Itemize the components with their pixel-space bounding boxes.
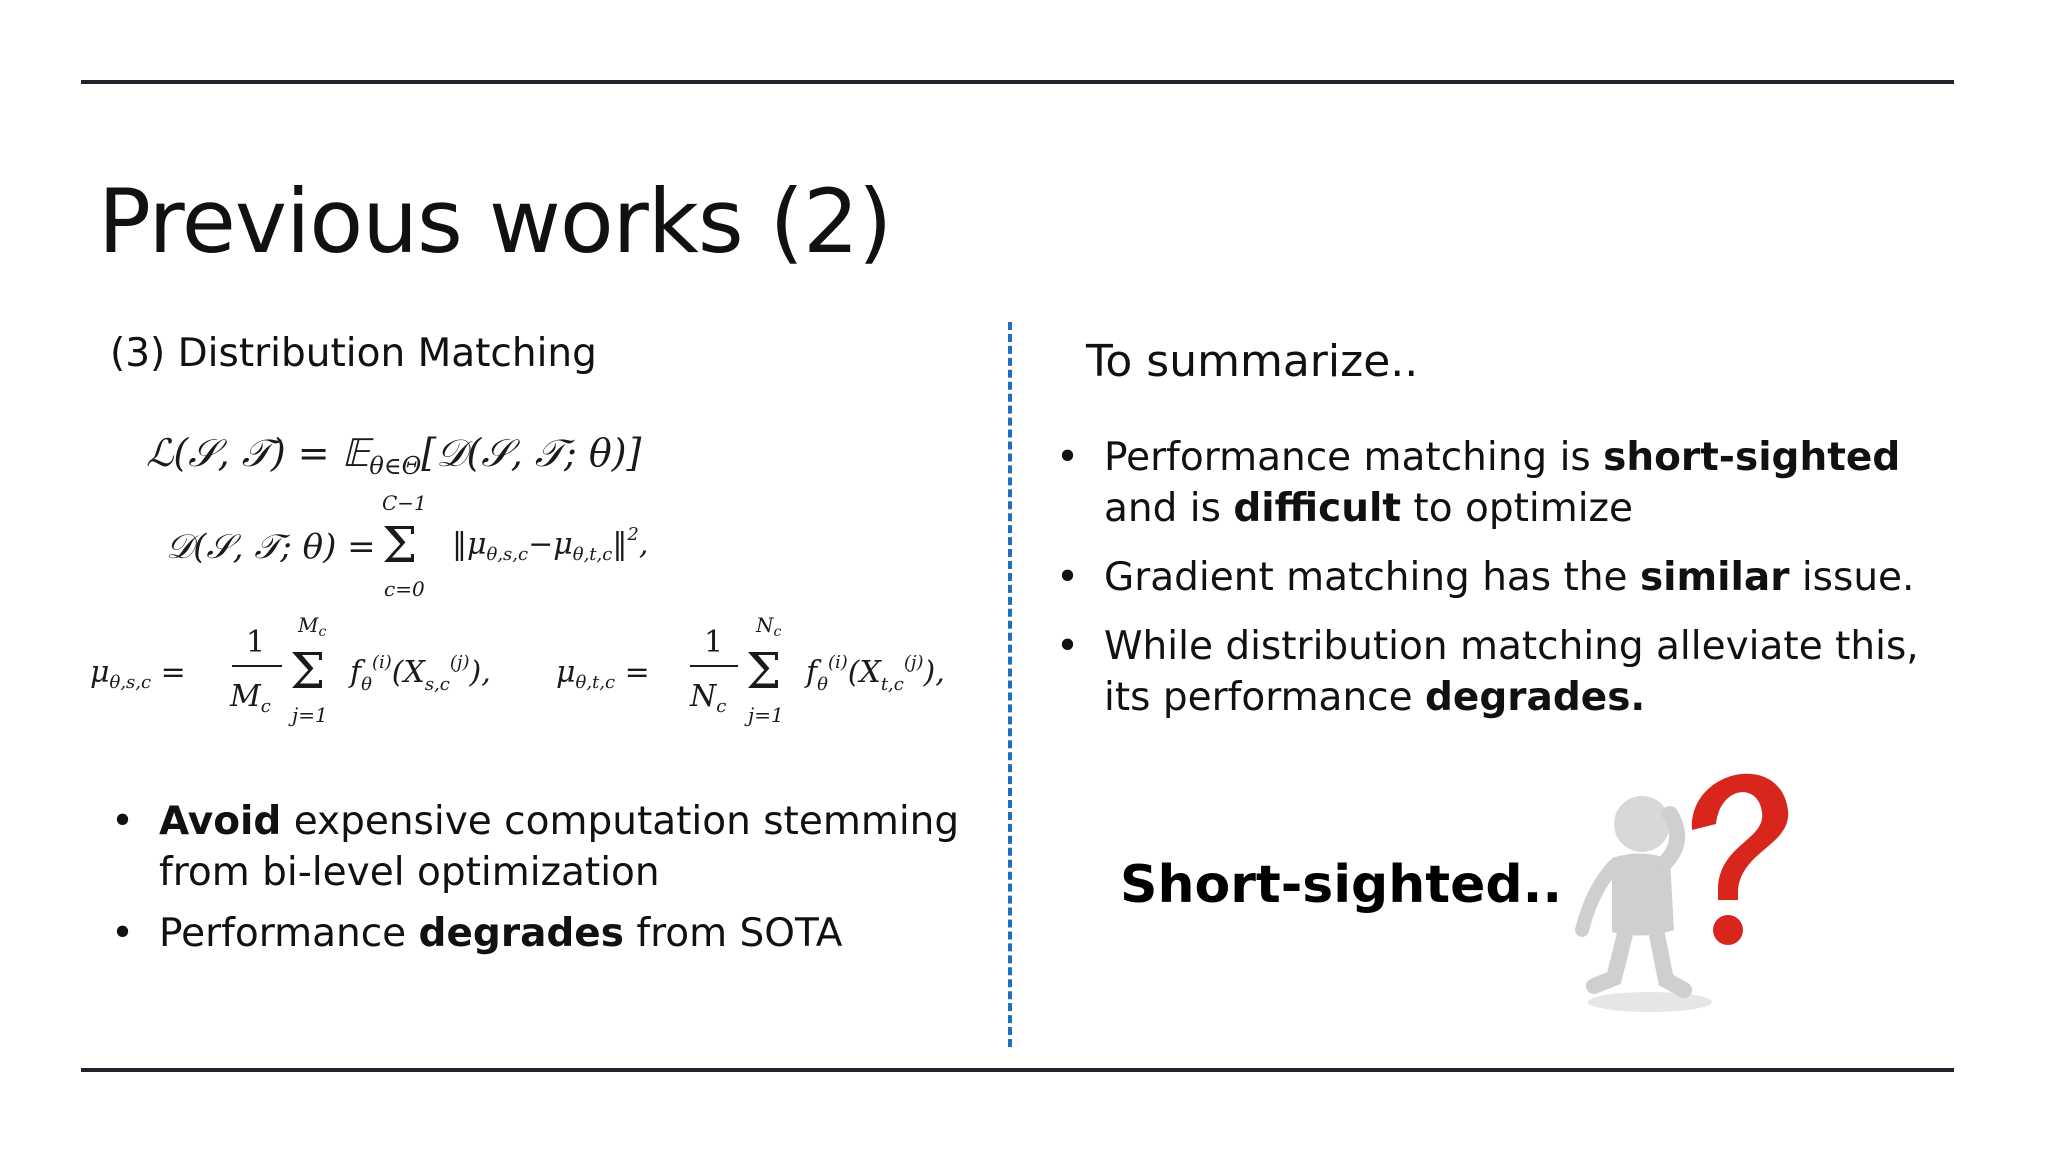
list-item: • Avoid expensive computation stemming fr… [111,796,961,898]
column-divider [1008,322,1012,1047]
bullet-text: Gradient matching has the [1104,555,1640,600]
formula-mu-s: μθ,s,c = [90,655,186,693]
bold-text: degrades [418,911,624,956]
right-heading: To summarize.. [1086,336,1419,387]
formula-mu-t-rhs: fθ(i)(Xt,c(j)), [804,652,945,695]
formula-frac-den-1: Mc [229,679,271,717]
bullet-dot: • [111,799,135,844]
summary-bullet-list: • Performance matching is short-sighted a… [1056,432,1956,741]
formula-mu-s-rhs: fθ(i)(Xs,c(j)), [348,652,491,695]
bullet-dot: • [1056,624,1080,669]
bullet-text: and is [1104,486,1234,531]
formula-distance-lhs: 𝒟(𝒮, 𝒯; θ) = [166,527,376,567]
left-heading: (3) Distribution Matching [110,331,597,376]
formula-sum-lower-3: j=1 [744,703,784,727]
formula-loss-line: ℒ(𝒮, 𝒯) = 𝔼θ∈Θ[𝒟(𝒮, 𝒯; θ)] [146,431,642,480]
bullet-text: expensive computation stemming from bi-l… [159,799,960,895]
bullet-text: Performance matching is [1104,435,1604,480]
bullet-dot: • [111,911,135,956]
bullet-dot: • [1056,435,1080,480]
bold-text: Avoid [159,799,282,844]
list-item: • Gradient matching has the similar issue… [1056,552,1956,603]
formula-sum-2: Σ [290,642,325,700]
formula-sum-1: Σ [382,516,417,574]
formula-frac-num-1: 1 [246,625,265,660]
formula-sum-lower-2: j=1 [288,703,328,727]
list-item: • Performance matching is short-sighted a… [1056,432,1956,534]
bullet-dot: • [1056,555,1080,600]
top-rule [81,80,1954,84]
distribution-matching-formula: ℒ(𝒮, 𝒯) = 𝔼θ∈Θ[𝒟(𝒮, 𝒯; θ)] C−1 𝒟(𝒮, 𝒯; θ… [82,420,982,740]
bullet-text: Performance [159,911,419,956]
formula-distance-rhs: ‖μθ,s,c−μθ,t,c‖2, [452,524,648,565]
formula-frac-den-2: Nc [689,679,726,717]
bold-text: difficult [1233,486,1402,531]
bullet-text: While distribution matching alleviate th… [1104,624,1919,720]
bullet-text: from SOTA [623,911,843,956]
thinking-person-question-mark-icon [1570,740,1800,1020]
formula-sum-upper-2: Mc [297,613,326,640]
bold-text: short-sighted [1603,435,1901,480]
left-bullet-list: • Avoid expensive computation stemming fr… [111,796,961,969]
formula-sum-3: Σ [746,642,781,700]
bold-text: similar [1639,555,1790,600]
list-item: • While distribution matching alleviate t… [1056,621,1956,723]
callout-text: Short-sighted.. [1120,855,1563,915]
formula-mu-t: μθ,t,c = [556,655,650,693]
formula-sum-upper-3: Nc [755,613,782,640]
formula-frac-num-2: 1 [704,625,723,660]
bullet-text: to optimize [1401,486,1633,531]
bullet-text: issue. [1789,555,1915,600]
formula-sum-upper-1: C−1 [382,491,427,515]
bold-text: degrades. [1425,675,1646,720]
formula-sum-lower-1: c=0 [384,577,425,601]
bottom-rule [81,1068,1954,1072]
list-item: • Performance degrades from SOTA [111,908,961,959]
slide-title: Previous works (2) [98,170,892,273]
